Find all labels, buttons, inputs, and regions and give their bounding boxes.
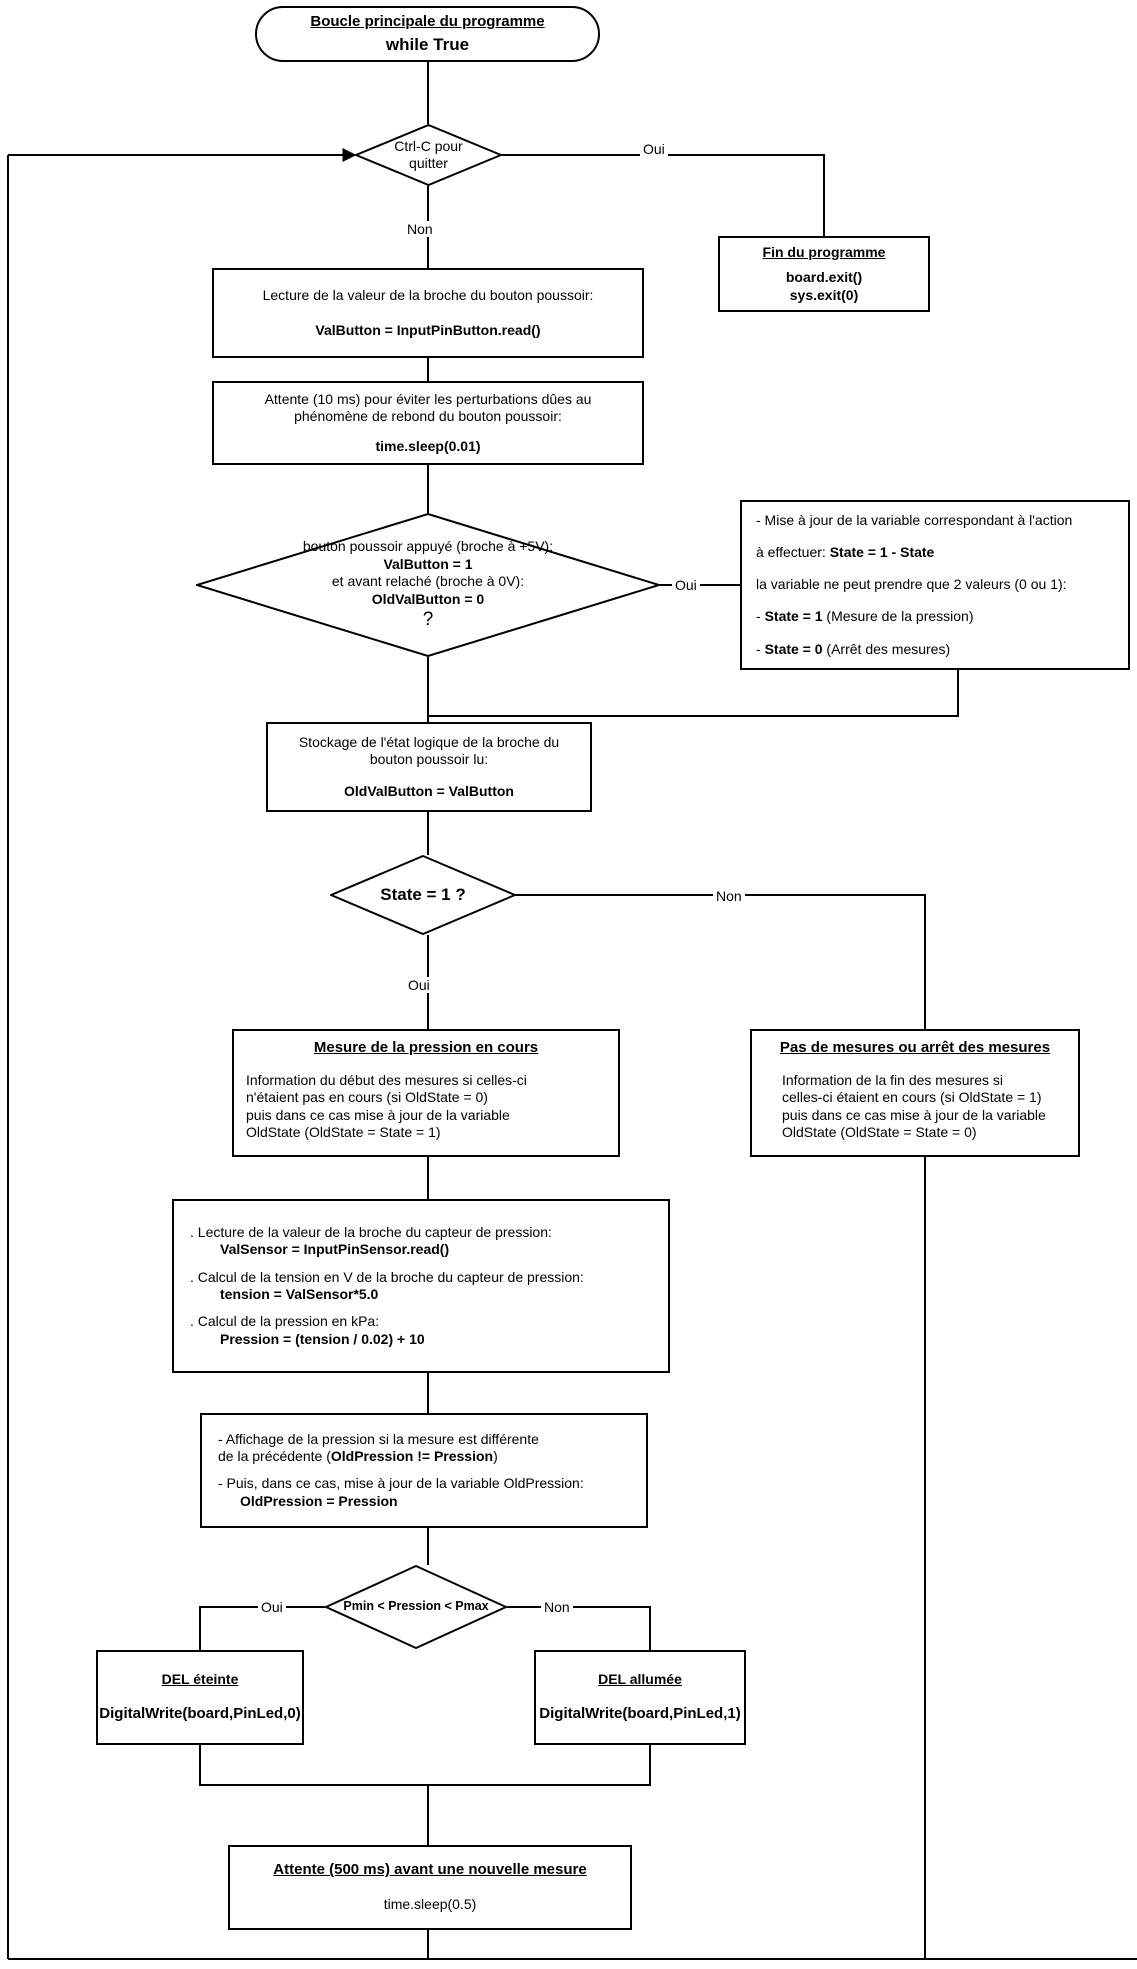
edge-label-state-no: Non: [713, 888, 745, 904]
pas-mesures-line-3: puis dans ce cas mise à jour de la varia…: [782, 1106, 1046, 1123]
maj-state-line-4-bullet: -: [756, 608, 765, 625]
pas-mesures-line-4: OldState (OldState = State = 0): [782, 1124, 977, 1141]
affichage-line-2: de la précédente (OldPression != Pressio…: [218, 1448, 498, 1466]
ctrl-c-line-2: quitter: [409, 155, 448, 171]
pas-mesures-body: Information de la fin des mesures si cel…: [764, 1072, 1046, 1142]
state-decision-text: State = 1 ?: [380, 885, 466, 905]
bouton-line-2: et avant relaché (broche à 0V):: [331, 573, 525, 590]
attente-500-title: Attente (500 ms) avant une nouvelle mesu…: [273, 1861, 587, 1879]
fin-programme-code-1: board.exit(): [785, 269, 863, 286]
calculs-line-1: . Lecture de la valeur de la broche du c…: [190, 1223, 552, 1240]
node-maj-state: - Mise à jour de la variable corresponda…: [740, 500, 1130, 670]
attente-rebond-line-1: Attente (10 ms) pour éviter les perturba…: [264, 390, 592, 407]
affichage-line-2-suffix: ): [493, 1448, 498, 1465]
affichage-line-2-code: OldPression != Pression: [330, 1448, 494, 1465]
maj-state-line-5: - State = 0 (Arrêt des mesures): [756, 641, 950, 659]
node-main-loop: Boucle principale du programme while Tru…: [255, 6, 600, 62]
attente-500-code: time.sleep(0.5): [383, 1896, 477, 1913]
node-calculs: . Lecture de la valeur de la broche du c…: [172, 1199, 670, 1373]
node-del-allumee: DEL allumée DigitalWrite(board,PinLed,1): [534, 1650, 746, 1745]
node-del-eteinte: DEL éteinte DigitalWrite(board,PinLed,0): [96, 1650, 304, 1745]
stockage-line-2: bouton poussoir lu:: [369, 751, 489, 768]
edge-label-state-yes: Oui: [405, 977, 433, 993]
del-eteinte-code: DigitalWrite(board,PinLed,0): [99, 1704, 301, 1722]
edge-label-pminmax-no: Non: [541, 1599, 573, 1615]
node-bouton-poussoir-decision: bouton poussoir appuyé (broche à +5V): V…: [193, 512, 663, 658]
maj-state-line-2-prefix: à effectuer:: [756, 544, 830, 561]
pmin-pmax-text: Pmin < Pression < Pmax: [343, 1599, 489, 1614]
lecture-bouton-text: Lecture de la valeur de la broche du bou…: [262, 286, 594, 303]
calculs-line-2: . Calcul de la tension en V de la broche…: [190, 1268, 584, 1285]
bouton-line-1: bouton poussoir appuyé (broche à +5V):: [302, 538, 554, 555]
main-loop-title: Boucle principale du programme: [310, 13, 545, 30]
maj-state-line-5-note: (Arrêt des mesures): [822, 640, 951, 657]
node-attente-500ms: Attente (500 ms) avant une nouvelle mesu…: [228, 1845, 632, 1930]
pas-mesures-line-1: Information de la fin des mesures si: [782, 1071, 1003, 1088]
maj-state-line-5-bullet: -: [756, 640, 765, 657]
pas-mesures-title: Pas de mesures ou arrêt des mesures: [779, 1039, 1051, 1056]
affichage-line-3: - Puis, dans ce cas, mise à jour de la v…: [218, 1475, 584, 1492]
node-mesure-en-cours: Mesure de la pression en cours Informati…: [232, 1029, 620, 1157]
stockage-line-1: Stockage de l'état logique de la broche …: [298, 733, 560, 750]
maj-state-line-3: la variable ne peut prendre que 2 valeur…: [756, 576, 1067, 593]
calculs-code-2: tension = ValSensor*5.0: [220, 1286, 379, 1302]
del-allumee-code: DigitalWrite(board,PinLed,1): [539, 1704, 741, 1722]
node-affichage: - Affichage de la pression si la mesure …: [200, 1413, 648, 1528]
mesure-line-3: puis dans ce cas mise à jour de la varia…: [246, 1106, 510, 1123]
del-allumee-title: DEL allumée: [598, 1671, 682, 1688]
maj-state-line-5-code: State = 0: [764, 640, 823, 657]
edge-label-pminmax-yes: Oui: [258, 1599, 286, 1615]
mesure-body: Information du début des mesures si cell…: [246, 1072, 527, 1142]
node-stockage-etat: Stockage de l'état logique de la broche …: [266, 722, 592, 812]
node-fin-programme: Fin du programme board.exit() sys.exit(0…: [718, 236, 930, 312]
mesure-title: Mesure de la pression en cours: [313, 1039, 539, 1056]
lecture-bouton-code: ValButton = InputPinButton.read(): [315, 322, 541, 338]
edge-label-ctrl-c-no: Non: [404, 221, 436, 237]
fin-programme-code-2: sys.exit(0): [789, 286, 859, 303]
fin-programme-title: Fin du programme: [762, 243, 886, 260]
maj-state-line-4-note: (Mesure de la pression): [822, 608, 974, 625]
attente-rebond-line-2: phénomène de rebond du bouton poussoir:: [294, 408, 562, 425]
maj-state-line-2-code: State = 1 - State: [829, 544, 935, 561]
main-loop-code: while True: [385, 35, 470, 54]
node-lecture-bouton: Lecture de la valeur de la broche du bou…: [212, 268, 644, 358]
edge-label-bouton-yes: Oui: [672, 577, 700, 593]
affichage-code-1: OldPression = Pression: [240, 1492, 398, 1509]
node-state-decision: State = 1 ?: [328, 854, 518, 936]
maj-state-line-4-code: State = 1: [764, 608, 823, 625]
mesure-line-4: OldState (OldState = State = 1): [246, 1124, 441, 1141]
ctrl-c-line-1: Ctrl-C pour: [394, 137, 463, 154]
stockage-code: OldValButton = ValButton: [344, 782, 514, 799]
affichage-line-1: - Affichage de la pression si la mesure …: [218, 1430, 539, 1447]
bouton-question-mark: ?: [422, 609, 434, 631]
attente-rebond-code: time.sleep(0.01): [375, 437, 481, 454]
calculs-line-3: . Calcul de la pression en kPa:: [190, 1313, 380, 1330]
maj-state-line-4: - State = 1 (Mesure de la pression): [756, 608, 974, 626]
maj-state-line-1: - Mise à jour de la variable corresponda…: [756, 512, 1073, 528]
bouton-code-1: ValButton = 1: [383, 555, 473, 572]
maj-state-line-2: à effectuer: State = 1 - State: [756, 544, 934, 562]
node-attente-rebond: Attente (10 ms) pour éviter les perturba…: [212, 381, 644, 465]
bouton-code-2: OldValButton = 0: [371, 590, 485, 607]
pas-mesures-line-2: celles-ci étaient en cours (si OldState …: [782, 1089, 1042, 1106]
del-eteinte-title: DEL éteinte: [161, 1671, 239, 1688]
affichage-line-2-prefix: de la précédente (: [218, 1448, 331, 1465]
edge-label-ctrl-c-yes: Oui: [640, 141, 668, 157]
node-pmin-pmax-decision: Pmin < Pression < Pmax: [323, 1564, 509, 1650]
mesure-line-1: Information du début des mesures si cell…: [246, 1071, 527, 1088]
node-ctrl-c-decision: Ctrl-C pour quitter: [353, 123, 504, 187]
node-pas-de-mesures: Pas de mesures ou arrêt des mesures Info…: [750, 1029, 1080, 1157]
calculs-code-1: ValSensor = InputPinSensor.read(): [220, 1241, 450, 1258]
mesure-line-2: n'étaient pas en cours (si OldState = 0): [246, 1089, 488, 1106]
calculs-code-3: Pression = (tension / 0.02) + 10: [220, 1330, 425, 1347]
